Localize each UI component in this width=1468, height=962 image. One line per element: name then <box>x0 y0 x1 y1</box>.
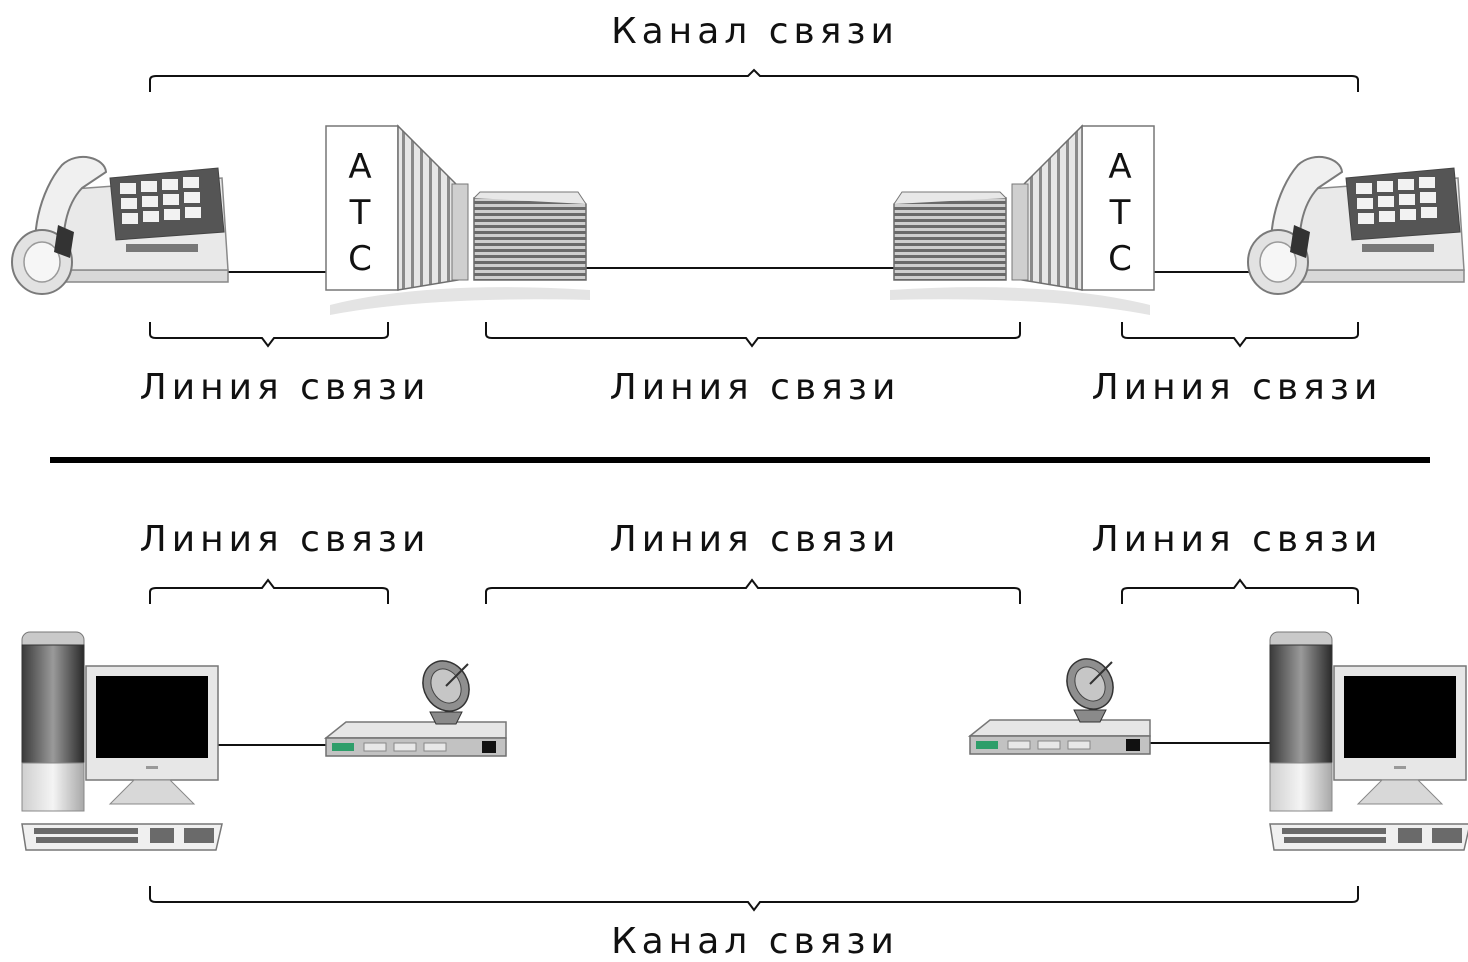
bottom-line-label-left: Линия связи <box>139 519 431 560</box>
top-line-brace-left <box>149 322 389 348</box>
exchange-left-letter-a: А <box>348 147 371 187</box>
bottom-line-label-right: Линия связи <box>1091 519 1383 560</box>
top-line-brace-right <box>1121 322 1359 348</box>
exchange-right-letter-s: С <box>1108 239 1132 279</box>
bottom-line-brace-right <box>1121 578 1359 604</box>
bottom-line-brace-middle <box>485 578 1021 604</box>
bottom-line-label-middle: Линия связи <box>609 519 901 560</box>
top-line-label-middle: Линия связи <box>609 367 901 408</box>
exchange-left-letter-s: С <box>348 239 372 279</box>
top-line-label-right: Линия связи <box>1091 367 1383 408</box>
top-line-label-left: Линия связи <box>139 367 431 408</box>
satellite-modem-icon-right <box>969 649 1151 755</box>
desktop-computer-icon-left <box>21 631 223 851</box>
telephone-icon-left <box>11 155 229 295</box>
desktop-computer-icon-right <box>1269 631 1468 851</box>
bottom-channel-label: Канал связи <box>611 921 899 962</box>
telephone-icon-right <box>1247 155 1465 295</box>
top-channel-label: Канал связи <box>611 11 899 52</box>
exchange-right-letter-t: Т <box>1109 193 1131 233</box>
satellite-modem-icon-left <box>325 651 507 757</box>
bottom-channel-brace <box>149 886 1359 912</box>
top-line-brace-middle <box>485 322 1021 348</box>
exchange-right-letter-a: А <box>1108 147 1131 187</box>
exchange-left-letter-t: Т <box>349 193 371 233</box>
top-channel-brace <box>149 68 1359 92</box>
bottom-line-brace-left <box>149 578 389 604</box>
